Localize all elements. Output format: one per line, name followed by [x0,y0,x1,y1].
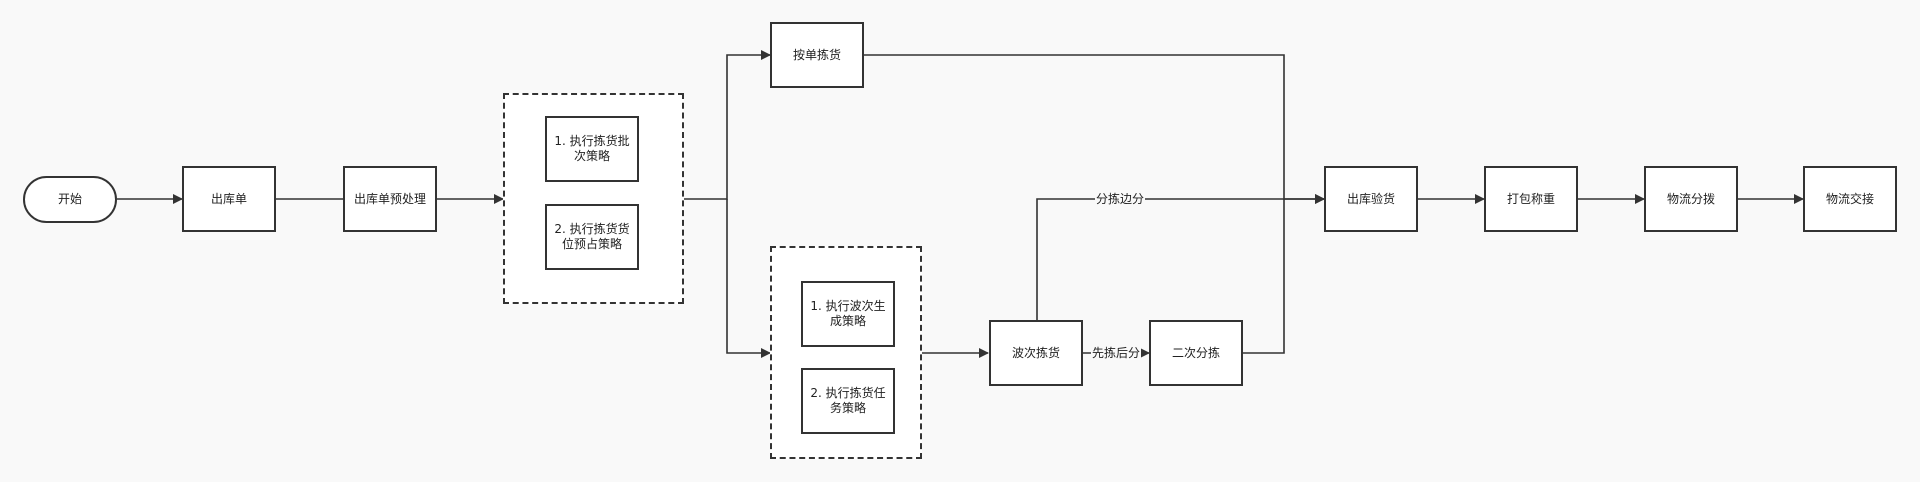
start-node: 开始 [23,176,117,223]
task-strategy-node: 2. 执行拣货任务策略 [801,368,895,434]
pick-by-order-node: 按单拣货 [770,22,864,88]
wave-strategy-node: 1. 执行波次生成策略 [801,281,895,347]
pack-weigh-node: 打包称重 [1484,166,1578,232]
edge-group-to-wave-group [726,199,771,358]
edge-group-to-pick-by-order [684,50,771,200]
edge-label-pick-then-sort: 先拣后分 [1091,346,1142,360]
secondary-sort-node: 二次分拣 [1149,320,1243,386]
logistics-handover-node: 物流交接 [1803,166,1897,232]
batch-strategy-node: 1. 执行拣货批次策略 [545,116,639,182]
wave-picking-node: 波次拣货 [989,320,1083,386]
logistics-sort-node: 物流分拨 [1644,166,1738,232]
outbound-order-node: 出库单 [182,166,276,232]
edge-pick-by-order-to-check [864,54,1325,204]
slot-strategy-node: 2. 执行拣货货位预占策略 [545,204,639,270]
preprocess-node: 出库单预处理 [343,166,437,232]
edge-wave-picking-to-check [1036,194,1325,320]
edge-secondary-to-check [1243,199,1285,354]
edge-label-pick-while-sort: 分拣边分 [1095,192,1146,206]
outbound-check-node: 出库验货 [1324,166,1418,232]
